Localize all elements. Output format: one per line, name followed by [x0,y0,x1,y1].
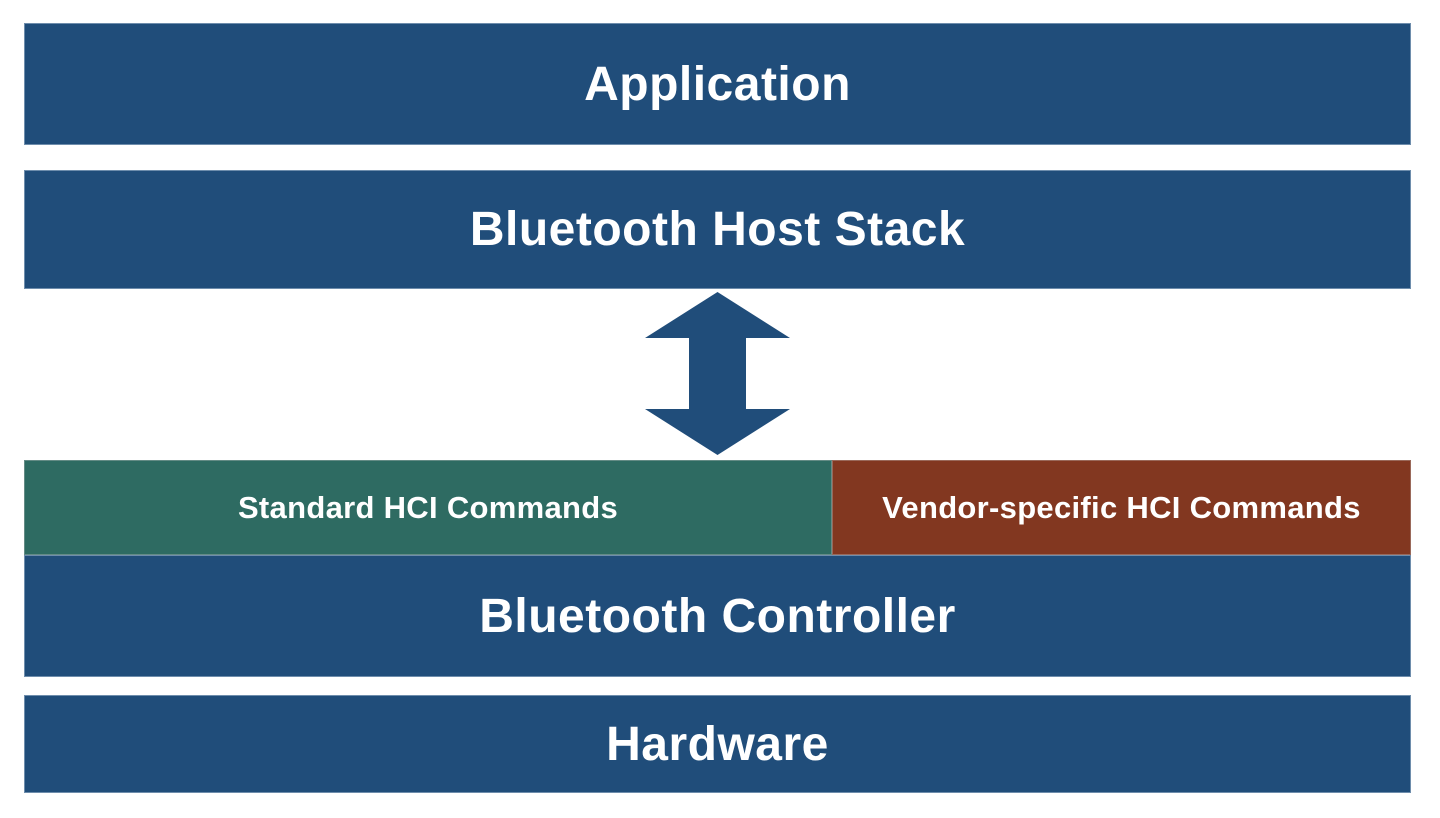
layer-host-stack: Bluetooth Host Stack [24,170,1411,289]
layer-host-stack-label: Bluetooth Host Stack [469,203,966,256]
layer-application-label: Application [584,57,851,111]
layer-hci-standard: Standard HCI Commands [24,460,832,555]
layer-hardware-label: Hardware [606,717,829,771]
layer-hci-vendor-label: Vendor-specific HCI Commands [882,489,1361,525]
layer-controller: Bluetooth Controller [24,555,1411,677]
layer-application: Application [24,23,1411,145]
layer-hci-vendor: Vendor-specific HCI Commands [832,460,1411,555]
layer-hardware: Hardware [24,695,1411,793]
bidirectional-arrow-icon [645,292,790,455]
layer-controller-label: Bluetooth Controller [479,589,956,643]
layer-hci-standard-label: Standard HCI Commands [237,489,619,525]
